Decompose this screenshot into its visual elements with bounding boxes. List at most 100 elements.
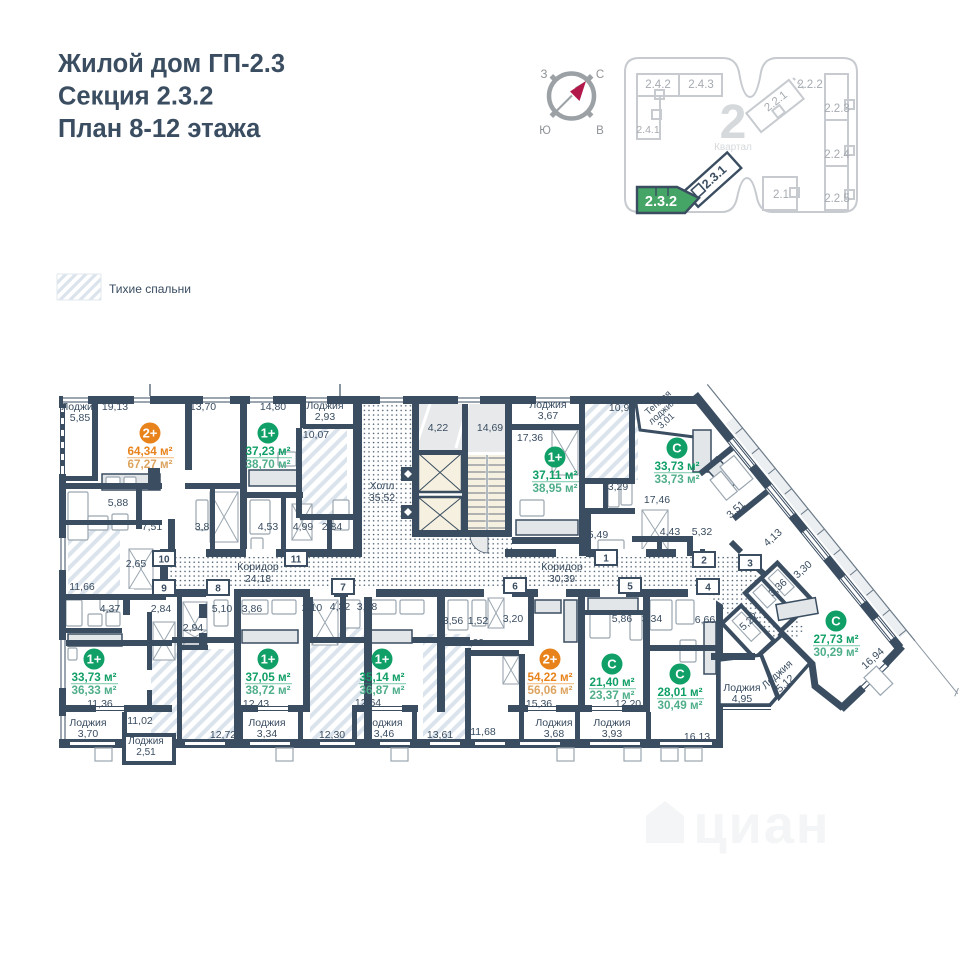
svg-text:56,06 м²: 56,06 м² [528, 683, 573, 697]
svg-text:9: 9 [161, 584, 167, 595]
svg-text:2.4.1: 2.4.1 [636, 124, 660, 136]
svg-text:8: 8 [215, 584, 221, 595]
svg-text:Холл: Холл [370, 480, 395, 492]
svg-text:4,43: 4,43 [660, 526, 681, 538]
svg-text:3,93: 3,93 [602, 728, 623, 740]
svg-text:2,94: 2,94 [183, 622, 204, 634]
svg-text:38,72 м²: 38,72 м² [246, 683, 291, 697]
svg-text:2: 2 [701, 556, 707, 567]
svg-text:Лоджия: Лоджия [69, 717, 106, 729]
svg-text:5,85: 5,85 [70, 412, 91, 424]
svg-text:19,13: 19,13 [102, 401, 128, 413]
svg-text:37,11 м²: 37,11 м² [533, 468, 578, 482]
svg-text:3,86: 3,86 [242, 603, 263, 615]
svg-text:2,51: 2,51 [136, 747, 156, 758]
svg-text:14,80: 14,80 [260, 401, 286, 413]
svg-text:3: 3 [747, 559, 753, 570]
svg-text:1: 1 [603, 554, 609, 565]
svg-text:1+: 1+ [375, 652, 390, 667]
svg-text:Лоджия: Лоджия [529, 399, 566, 411]
svg-text:4: 4 [705, 583, 711, 594]
svg-text:11,36: 11,36 [87, 698, 113, 710]
svg-text:3,46: 3,46 [374, 728, 395, 740]
svg-text:33,73 м²: 33,73 м² [655, 459, 700, 473]
svg-text:2.2.5: 2.2.5 [824, 193, 850, 205]
svg-text:35,14 м²: 35,14 м² [360, 670, 405, 684]
svg-text:Лоджия: Лоджия [61, 401, 98, 413]
svg-text:С: С [675, 667, 685, 682]
svg-text:2.1: 2.1 [773, 189, 789, 201]
svg-text:4,99: 4,99 [293, 521, 314, 533]
svg-text:33,73 м²: 33,73 м² [72, 670, 117, 684]
svg-text:С: С [607, 657, 617, 672]
svg-text:2.2.2: 2.2.2 [797, 79, 823, 91]
svg-text:28,01 м²: 28,01 м² [658, 685, 703, 699]
svg-text:36,33 м²: 36,33 м² [72, 683, 117, 697]
svg-text:11,68: 11,68 [470, 726, 496, 738]
svg-text:67,27 м²: 67,27 м² [128, 457, 173, 471]
svg-text:36,87 м²: 36,87 м² [360, 683, 405, 697]
svg-text:4,53: 4,53 [258, 521, 279, 533]
svg-text:5,10: 5,10 [212, 603, 233, 615]
svg-text:3,29: 3,29 [608, 481, 629, 493]
svg-text:Тихие спальни: Тихие спальни [109, 282, 191, 296]
svg-text:17,46: 17,46 [644, 494, 670, 506]
svg-text:1,52: 1,52 [468, 615, 489, 627]
svg-text:Лоджия: Лоджия [723, 682, 760, 694]
svg-text:12,64: 12,64 [355, 697, 381, 709]
svg-text:3,67: 3,67 [538, 410, 559, 422]
svg-text:21,40 м²: 21,40 м² [590, 675, 635, 689]
svg-text:5,29: 5,29 [464, 637, 485, 649]
svg-text:5,86: 5,86 [612, 613, 633, 625]
svg-text:7,51: 7,51 [142, 521, 163, 533]
svg-text:10,97: 10,97 [609, 402, 635, 414]
svg-text:12,20: 12,20 [615, 698, 641, 710]
svg-text:6: 6 [512, 582, 518, 593]
svg-text:3,70: 3,70 [78, 728, 99, 740]
svg-text:30,49 м²: 30,49 м² [658, 698, 703, 712]
svg-text:4,22: 4,22 [428, 422, 449, 434]
svg-text:15,36: 15,36 [526, 698, 552, 710]
svg-text:5,49: 5,49 [588, 529, 609, 541]
svg-text:24,18: 24,18 [245, 573, 271, 585]
svg-text:2.4.3: 2.4.3 [688, 79, 714, 91]
svg-text:35,52: 35,52 [369, 492, 395, 504]
svg-text:2.2.3: 2.2.3 [824, 103, 850, 115]
svg-text:13,61: 13,61 [427, 729, 453, 741]
svg-text:30,29 м²: 30,29 м² [814, 645, 859, 659]
svg-text:2,93: 2,93 [315, 411, 336, 423]
svg-text:Лоджия: Лоджия [593, 717, 630, 729]
svg-text:3,68: 3,68 [544, 728, 565, 740]
svg-text:Ю: Ю [539, 125, 551, 137]
svg-text:4,95: 4,95 [732, 693, 753, 705]
svg-text:2,84: 2,84 [322, 521, 343, 533]
svg-text:2+: 2+ [143, 426, 158, 441]
svg-text:3,20: 3,20 [503, 613, 524, 625]
svg-text:3,78: 3,78 [357, 601, 378, 613]
svg-text:С: С [596, 69, 604, 81]
svg-text:11: 11 [291, 555, 302, 566]
svg-text:2.4.2: 2.4.2 [645, 79, 671, 91]
svg-text:23,37 м²: 23,37 м² [590, 688, 635, 702]
svg-text:2.3.2: 2.3.2 [645, 194, 677, 210]
svg-text:37,05 м²: 37,05 м² [246, 670, 291, 684]
svg-text:Лоджия: Лоджия [128, 736, 163, 747]
svg-text:2,65: 2,65 [126, 558, 147, 570]
svg-text:Лоджия: Лоджия [306, 400, 343, 412]
svg-text:33,73 м²: 33,73 м² [655, 472, 700, 486]
svg-text:Коридор: Коридор [541, 561, 583, 573]
svg-text:2.2.4: 2.2.4 [824, 149, 850, 161]
svg-text:1+: 1+ [261, 426, 276, 441]
svg-text:16,13: 16,13 [684, 731, 710, 743]
svg-text:6,66: 6,66 [695, 614, 716, 626]
svg-text:2,10: 2,10 [302, 602, 323, 614]
svg-text:17,36: 17,36 [517, 432, 543, 444]
svg-text:5,88: 5,88 [108, 497, 129, 509]
svg-text:30,39: 30,39 [549, 573, 575, 585]
svg-text:10,07: 10,07 [303, 429, 329, 441]
svg-text:5: 5 [627, 582, 633, 593]
svg-text:38,95 м²: 38,95 м² [533, 481, 578, 495]
svg-text:64,34 м²: 64,34 м² [128, 444, 173, 458]
svg-text:2,84: 2,84 [151, 603, 172, 615]
svg-text:4,37: 4,37 [100, 603, 121, 615]
